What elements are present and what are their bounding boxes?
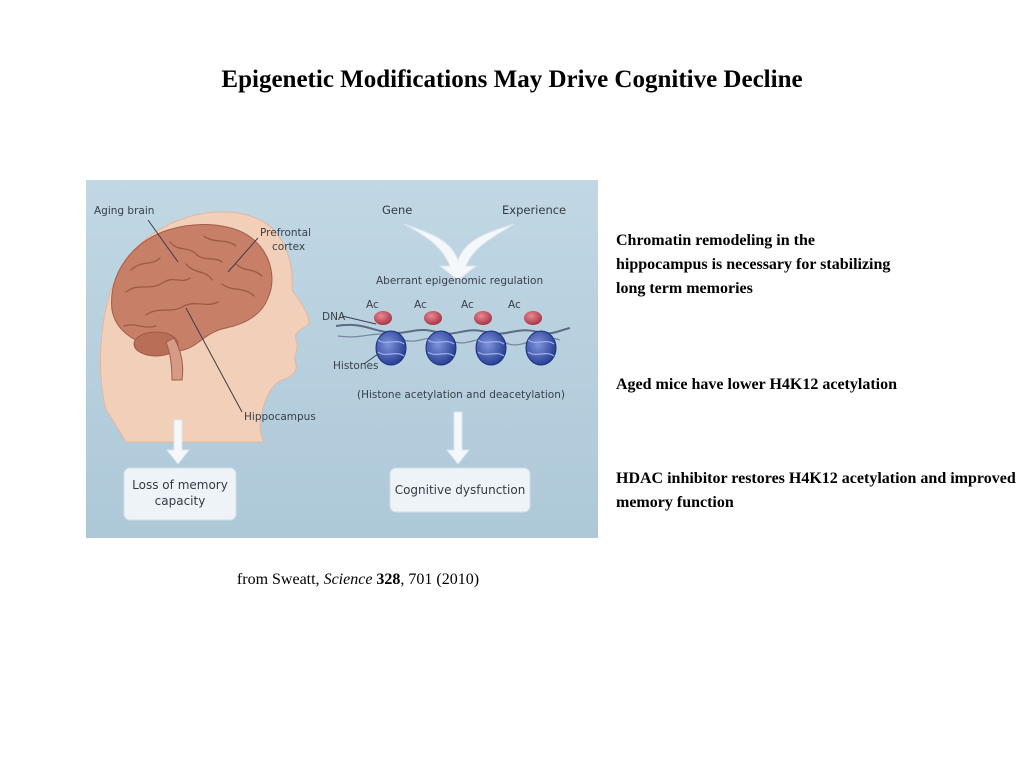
acetyl-group-1 [374,311,392,325]
label-aberrant-regulation: Aberrant epigenomic regulation [376,275,543,287]
label-ac-3: Ac [461,299,474,311]
caption-prefix: from Sweatt, [236,571,324,588]
histone-1 [375,330,407,366]
label-prefrontal-1: Prefrontal [260,227,311,239]
right-down-arrow [445,411,471,465]
histones-leader [363,353,379,365]
caption-journal: Science [323,571,373,588]
label-ac-1: Ac [366,299,379,311]
slide-title: Epigenetic Modifications May Drive Cogni… [221,66,803,93]
cerebellum [133,331,179,357]
loss-of-memory-box [123,467,237,521]
caption-suffix: , 701 (2010) [400,571,480,588]
converging-arrow [403,223,515,281]
histone-4 [525,330,557,366]
acetyl-group-4 [524,311,542,325]
label-histones: Histones [333,360,378,372]
histone-3 [475,330,507,366]
box-cognitive: Cognitive dysfunction [395,483,526,497]
label-aging-brain: Aging brain [94,205,154,217]
brain-folds [123,235,263,328]
acetyl-group-2 [424,311,442,325]
bullet-aged-mice: Aged mice have lower H4K12 acetylation [616,376,897,393]
label-ac-2: Ac [414,299,427,311]
box-loss-line-2: capacity [155,494,206,508]
left-down-arrow [165,419,191,465]
dna-leader [341,315,377,325]
label-leaders [147,219,259,413]
label-gene: Gene [382,203,412,217]
box-loss-line-1: Loss of memory [132,478,228,492]
bullet-chromatin-remodeling: Chromatin remodeling in the hippocampus … [616,232,891,297]
bullet-hdac-inhibitor: HDAC inhibitor restores H4K12 acetylatio… [616,470,1016,511]
figure-caption: from Sweatt, Science 328, 701 (2010) [110,571,606,589]
epigenetics-figure: Aging brain Prefrontal cortex Hippocampu… [86,180,598,538]
label-experience: Experience [502,203,566,217]
brainstem [165,337,184,381]
label-acetylation-note: (Histone acetylation and deacetylation) [357,389,565,401]
label-ac-4: Ac [508,299,521,311]
caption-volume: 328 [376,571,401,588]
acetyl-group-3 [474,311,492,325]
cognitive-dysfunction-box [389,467,531,513]
label-prefrontal-2: cortex [272,241,305,253]
histone-2 [425,330,457,366]
label-dna: DNA [322,311,346,323]
label-hippocampus: Hippocampus [244,411,316,423]
